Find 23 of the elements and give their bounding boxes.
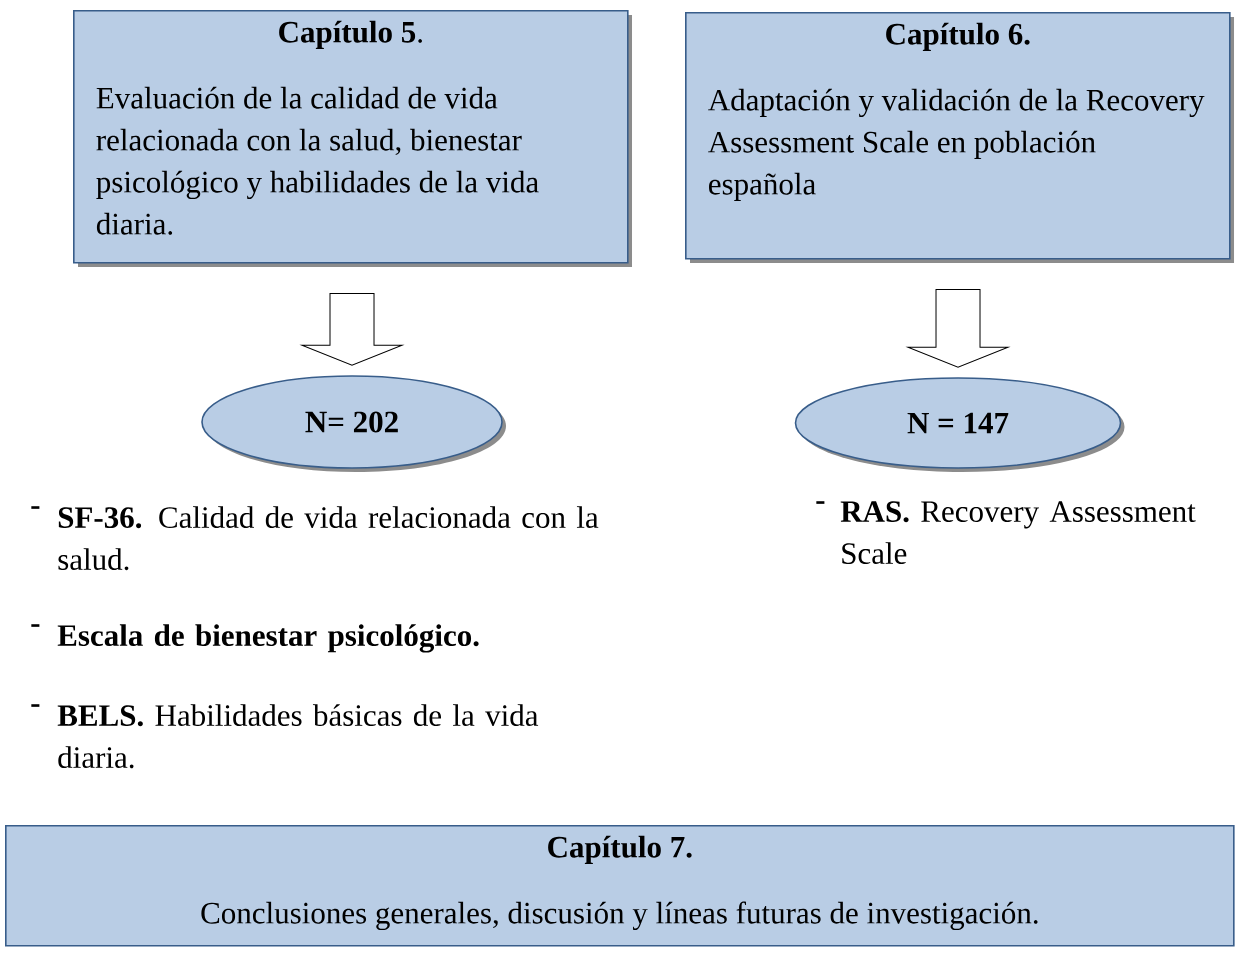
box-text: Adaptación y validación de la Recovery Assessment Scale en población española [708, 88, 1205, 201]
sample-size: N = 147 [907, 412, 1009, 434]
list-dash: - [816, 501, 825, 504]
list-dash: - [31, 704, 40, 707]
box-heading: Capítulo 5. [279, 20, 422, 49]
sample-ellipse [794, 377, 1125, 472]
sample-size: N= 202 [305, 411, 398, 433]
list-dash: - [31, 506, 40, 509]
list-item-text: Escala de bienestar psicológico. [57, 624, 479, 653]
list-item-text: SF-36. Calidad de vida relacionada con la salud. [58, 506, 599, 571]
sample-ellipse [201, 375, 506, 472]
block-arrow [907, 289, 1009, 368]
chapter-box [5, 825, 1235, 947]
list-item-text: BELS. Habilidades básicas de la vida diaria. [57, 704, 539, 769]
block-arrow [301, 293, 403, 366]
chapter-box [685, 12, 1234, 263]
box-heading: Capítulo 7. [548, 835, 692, 864]
list-dash: - [31, 624, 40, 627]
box-text: Conclusiones generales, discusión y líneas futuras de investigación. [201, 901, 1038, 931]
list-item-text: RAS. Recovery Assessment Scale [840, 501, 1196, 565]
chapter-box [73, 10, 632, 267]
box-heading: Capítulo 6. [886, 22, 1030, 51]
box-text: Evaluación de la calidad de vida relacionada con la salud, bienestar psicológico y habilidades de la vida diaria. [96, 86, 539, 235]
